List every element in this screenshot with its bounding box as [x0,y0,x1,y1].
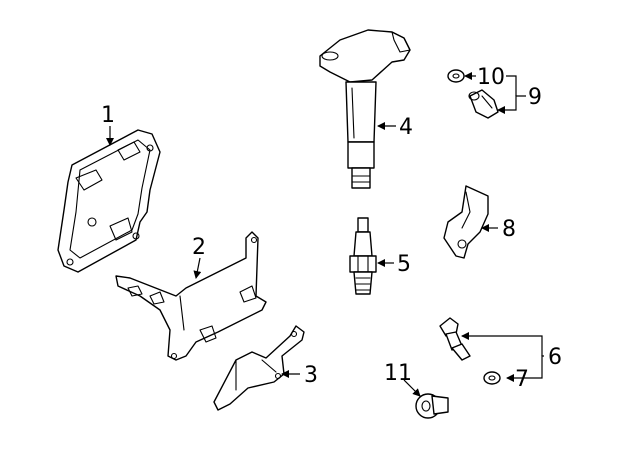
position-sensor [468,89,499,119]
callout-8: 8 [502,217,516,242]
callout-7: 7 [515,367,529,392]
sensor-bracket [213,325,305,411]
leader-lines [106,72,544,397]
o-ring-10 [447,69,465,83]
callout-4: 4 [399,115,413,140]
ecu-module [57,129,161,273]
knock-sensor [415,393,449,419]
heat-shield [443,185,489,259]
callout-5: 5 [397,252,411,277]
callout-labels: 1 2 3 4 5 6 7 8 9 10 11 [101,65,562,392]
spark-plug [349,217,377,295]
camshaft-sensor [439,317,471,361]
o-ring-7 [483,371,501,385]
callout-2: 2 [192,235,206,260]
callout-6: 6 [548,345,562,370]
ignition-coil [319,29,411,189]
ecu-bracket [115,231,267,361]
callout-1: 1 [101,103,115,128]
callout-9: 9 [528,85,542,110]
callout-11: 11 [384,361,412,386]
callout-3: 3 [304,363,318,388]
callout-10: 10 [477,65,505,90]
